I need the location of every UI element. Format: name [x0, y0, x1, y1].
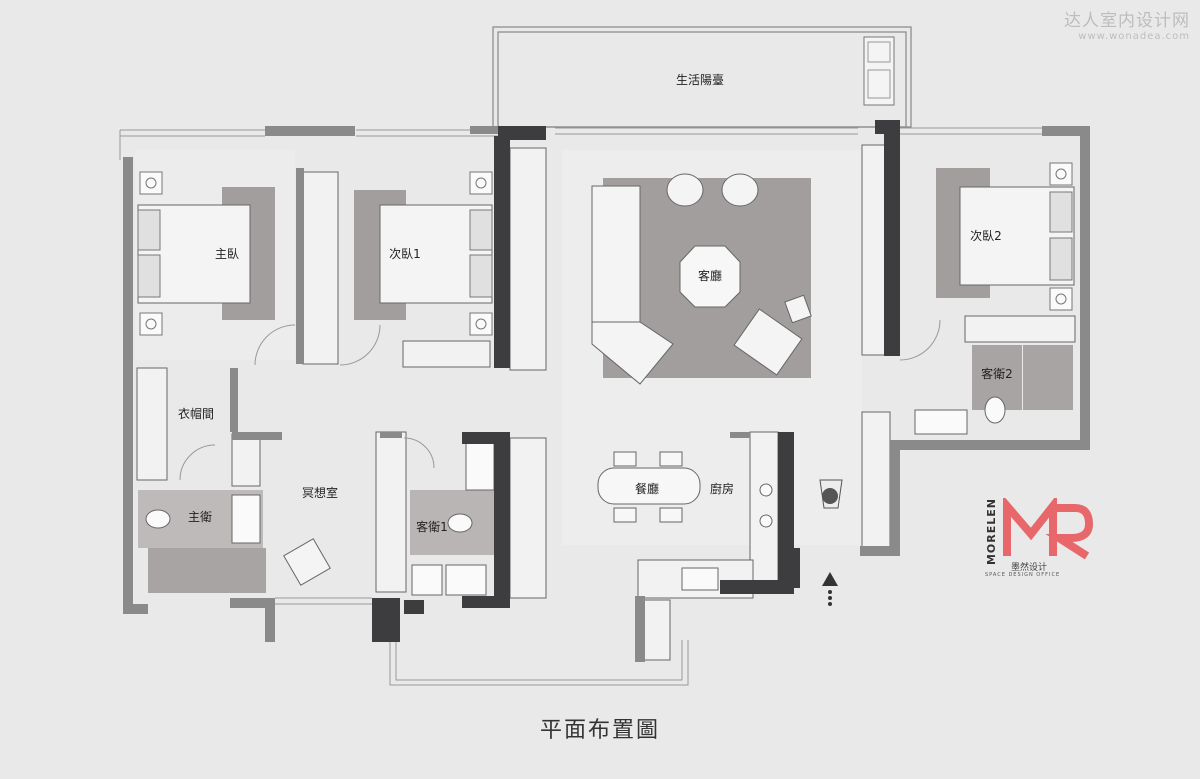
watermark: 达人室内设计网 www.wonadea.com — [1064, 6, 1190, 42]
logo-brand: MORELEN — [985, 498, 998, 566]
meditation-chair — [283, 538, 331, 586]
living-furniture — [591, 173, 812, 385]
balcony-laundry — [863, 36, 895, 106]
balcony-outline — [492, 26, 912, 128]
label-second-bedroom-1: 次臥1 — [389, 247, 421, 261]
dining-furniture — [597, 451, 701, 523]
morelen-logo: MORELEN 墨然设计 SPACE DESIGN OFFICE — [985, 498, 1095, 583]
logo-chinese: 墨然设计 — [1011, 563, 1048, 573]
entrance-arrow — [822, 572, 838, 606]
plan-title: 平面布置圖 — [539, 718, 660, 743]
label-kitchen: 廚房 — [710, 481, 734, 496]
bath-fixtures — [145, 396, 1006, 596]
label-second-bedroom-2: 次臥2 — [970, 229, 1002, 243]
watermark-url: www.wonadea.com — [1078, 31, 1190, 42]
label-walk-in-closet: 衣帽間 — [178, 406, 214, 421]
label-master-bedroom: 主臥 — [215, 247, 239, 261]
nightstands — [139, 162, 1073, 336]
label-balcony: 生活陽臺 — [676, 72, 724, 87]
label-meditation-room: 冥想室 — [302, 485, 338, 500]
label-guest-bath-2: 客衛2 — [981, 366, 1013, 381]
label-master-bath: 主衛 — [188, 510, 212, 524]
watermark-name: 达人室内设计网 — [1064, 11, 1190, 31]
label-dining-room: 餐廳 — [635, 481, 659, 496]
walls-light — [123, 126, 1090, 662]
pillows — [137, 191, 1073, 298]
door-swings — [179, 319, 941, 481]
cabinets — [136, 144, 1076, 661]
logo-mark — [1003, 498, 1094, 560]
walls-dark — [372, 120, 900, 642]
label-living-room: 客廳 — [698, 268, 722, 283]
logo-tagline: SPACE DESIGN OFFICE — [985, 572, 1061, 578]
label-guest-bath-1: 客衛1 — [416, 519, 448, 534]
room-labels: 生活陽臺 主臥 次臥1 客廳 次臥2 客衛2 衣帽間 冥想室 餐廳 廚房 主衛 … — [178, 72, 1013, 534]
person-figure — [819, 479, 843, 509]
